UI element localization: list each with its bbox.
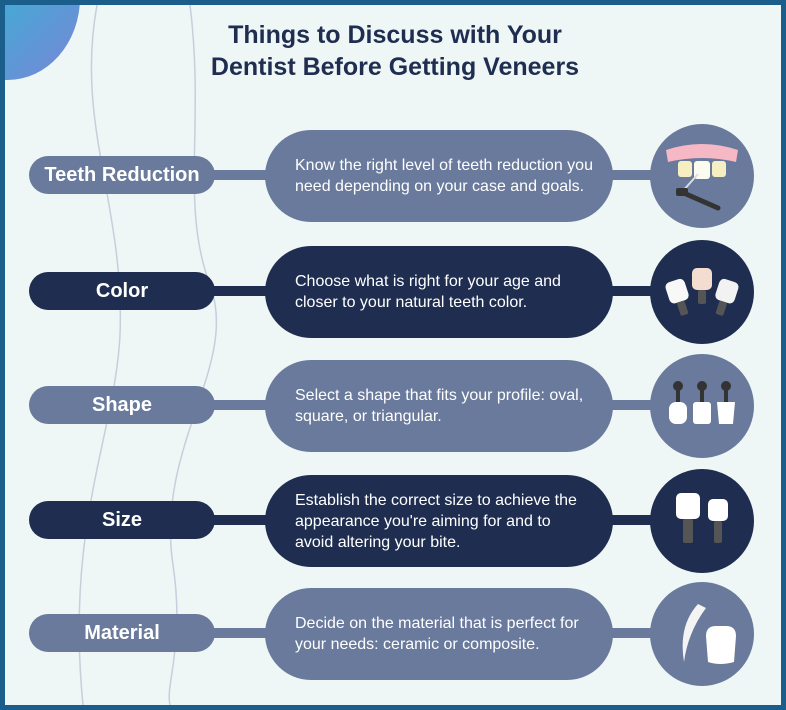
label-size: Size xyxy=(29,501,215,539)
bubble-teeth-reduction: Know the right level of teeth reduction … xyxy=(265,130,613,222)
page-title: Things to Discuss with Your Dentist Befo… xyxy=(155,19,635,83)
veneer-shapes-icon xyxy=(650,354,754,458)
title-line-2: Dentist Before Getting Veneers xyxy=(210,53,580,81)
bubble-material: Decide on the material that is perfect f… xyxy=(265,588,613,680)
title-line-1: Things to Discuss with Your xyxy=(228,21,562,49)
veneer-colors-icon xyxy=(650,240,754,344)
label-teeth-reduction: Teeth Reduction xyxy=(29,156,215,194)
label-color: Color xyxy=(29,272,215,310)
label-shape: Shape xyxy=(29,386,215,424)
bubble-size: Establish the correct size to achieve th… xyxy=(265,475,613,567)
label-material: Material xyxy=(29,614,215,652)
veneer-material-icon xyxy=(650,582,754,686)
bubble-shape: Select a shape that fits your profile: o… xyxy=(265,360,613,452)
teeth-reduction-icon xyxy=(650,124,754,228)
veneer-sizes-icon xyxy=(650,469,754,573)
bubble-color: Choose what is right for your age and cl… xyxy=(265,246,613,338)
